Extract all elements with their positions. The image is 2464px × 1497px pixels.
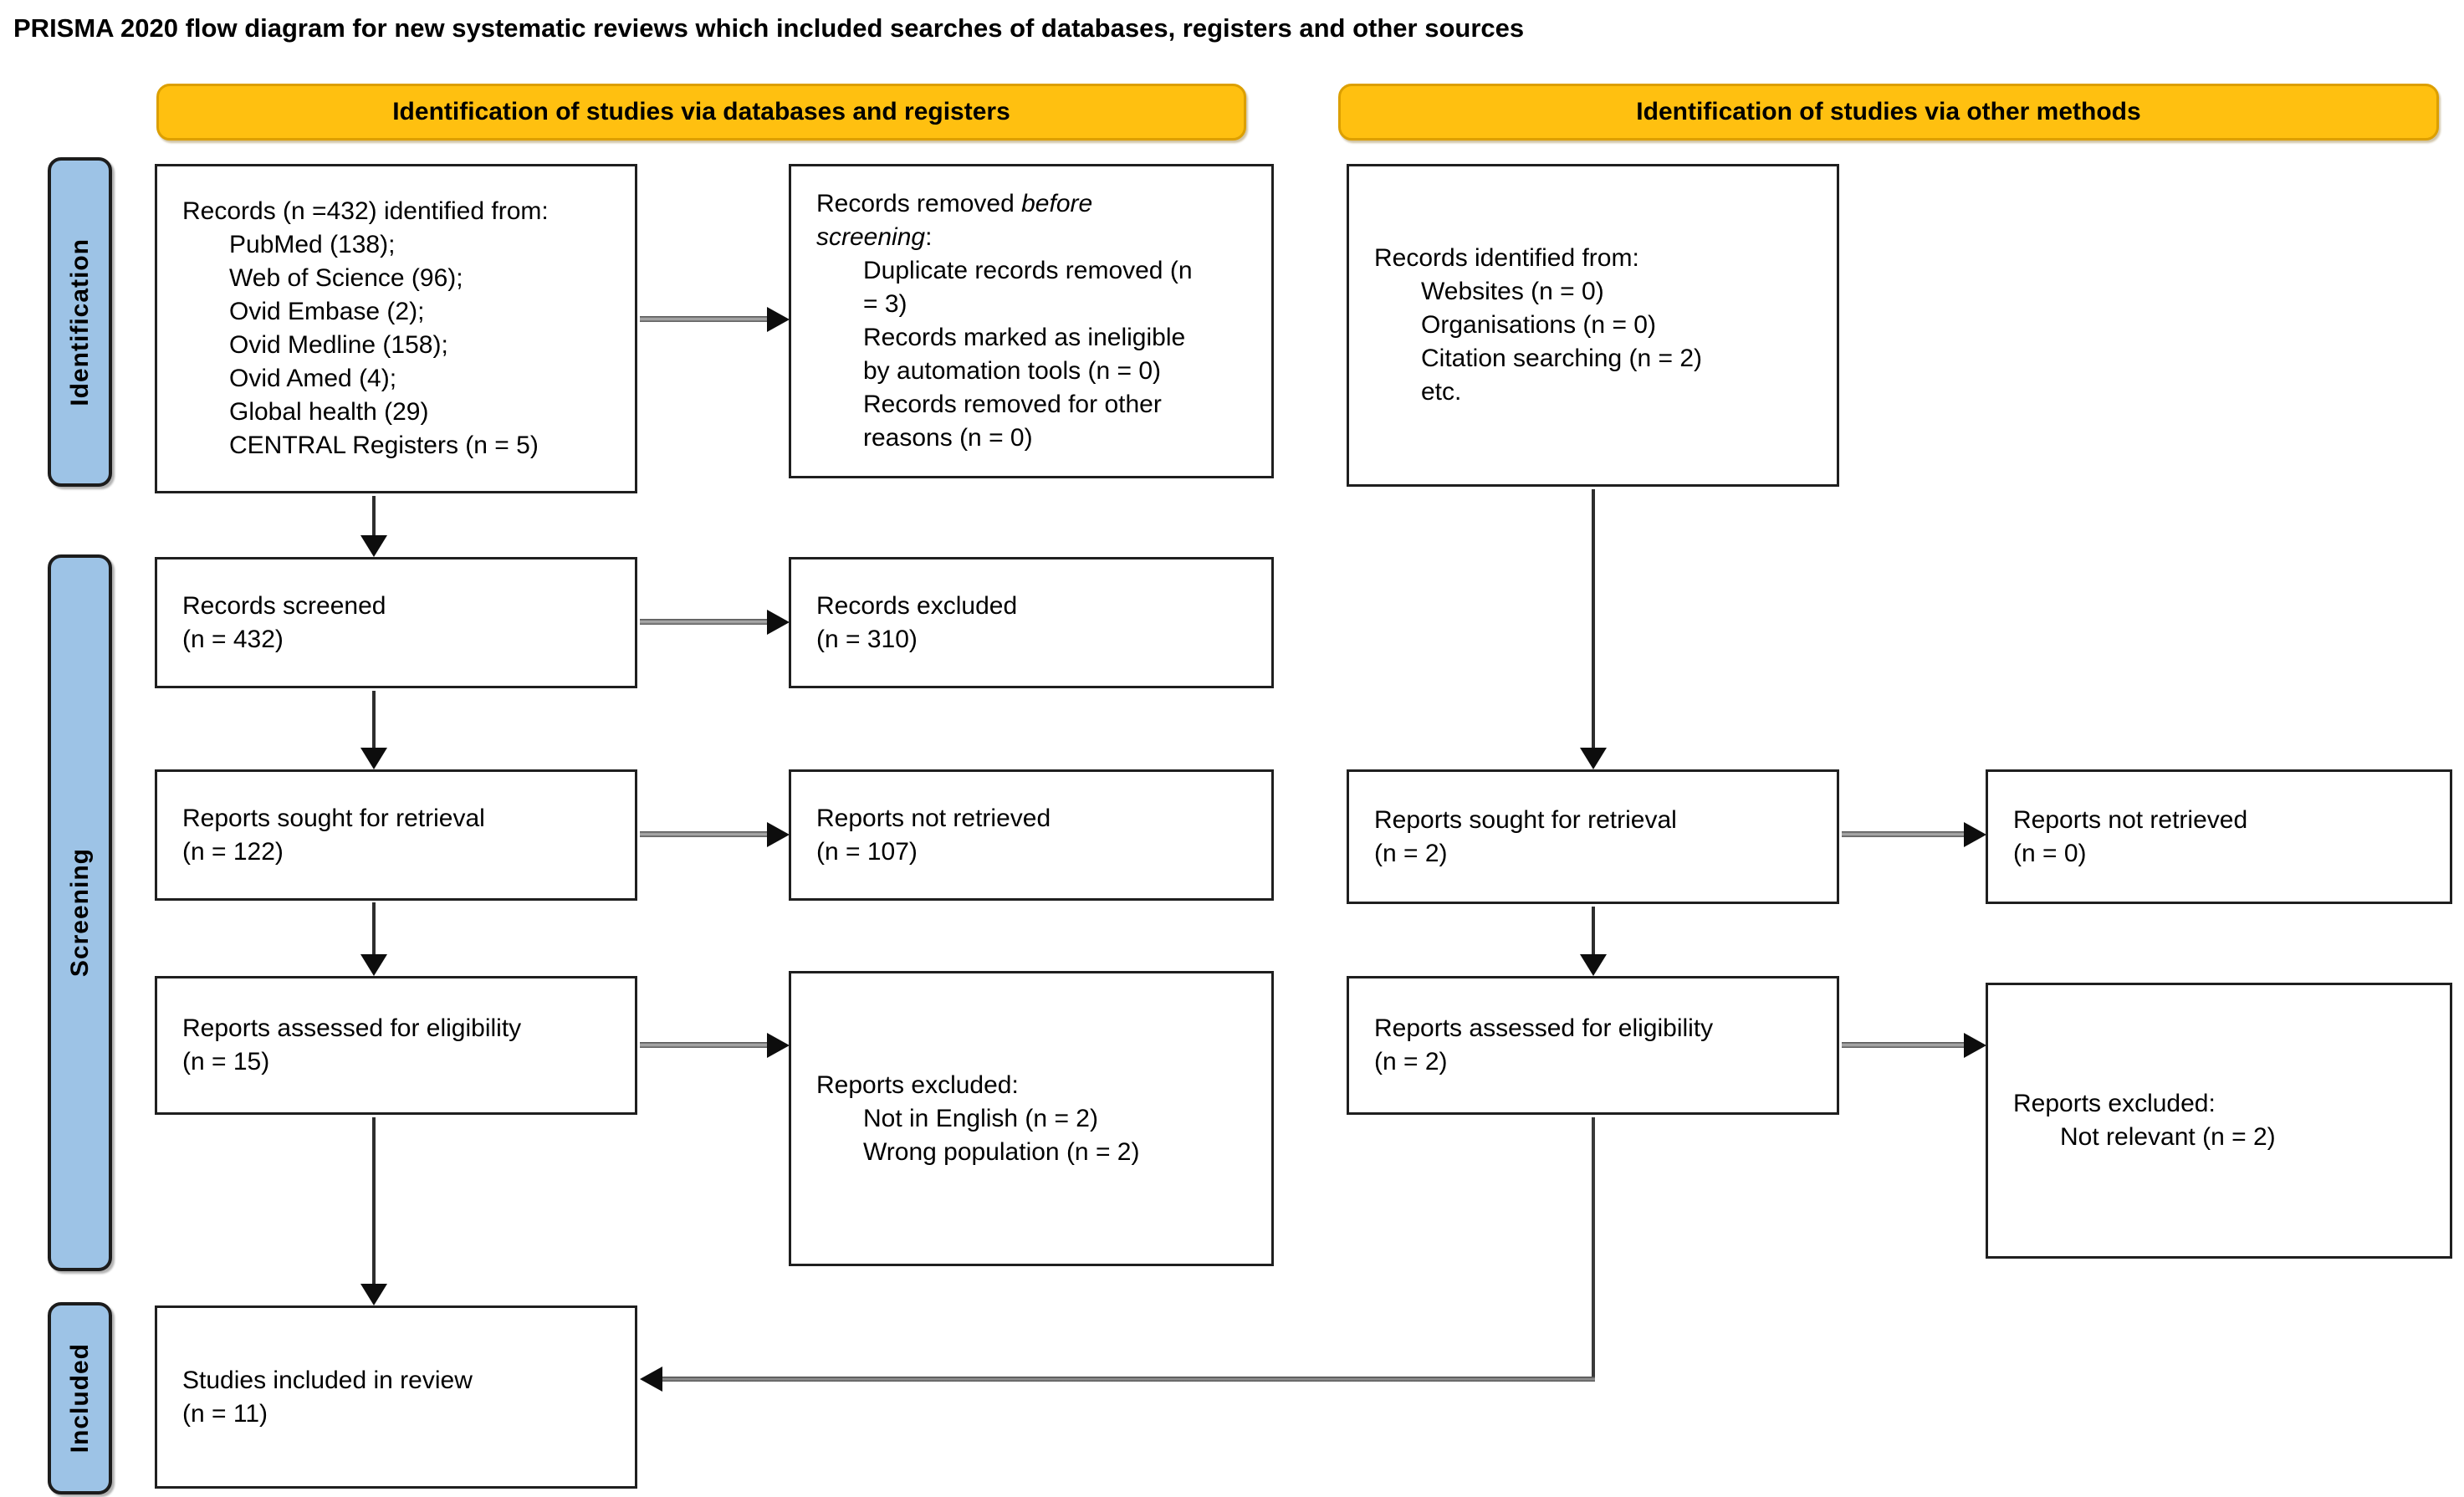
box-reports-not-retrieved-databases: Reports not retrieved (n = 107): [789, 769, 1274, 901]
box-reports-excluded-databases: Reports excluded: Not in English (n = 2)…: [789, 971, 1274, 1266]
arrow-other-methods-to-included: [662, 1377, 1595, 1382]
arrow-identified-to-screened: [372, 496, 376, 535]
arrow-screened-to-excluded: [640, 619, 767, 625]
column-header-other-methods-label: Identification of studies via other meth…: [1636, 98, 2141, 125]
box-records-screened: Records screened (n = 432): [155, 557, 637, 688]
stage-label-screening: Screening: [48, 554, 112, 1271]
records-removed-heading-prefix: Records removed: [816, 190, 1022, 217]
arrow-sought-to-not-retrieved-other: [1842, 831, 1964, 837]
arrow-assessed-to-excluded-other: [1842, 1042, 1964, 1048]
column-header-databases-registers: Identification of studies via databases …: [156, 84, 1246, 141]
source-ovid-amed: Ovid Amed (4);: [229, 365, 397, 392]
source-ovid-embase: Ovid Embase (2);: [229, 298, 425, 325]
arrow-sought-to-not-retrieved-databases: [640, 831, 767, 837]
records-identified-databases-heading: Records (n =432) identified from:: [182, 197, 549, 225]
records-screened-line1: Records screened: [182, 591, 386, 620]
reports-not-retrieved-other-count: (n = 0): [2013, 839, 2087, 867]
column-header-databases-label: Identification of studies via databases …: [392, 98, 1010, 125]
source-web-of-science: Web of Science (96);: [229, 264, 463, 292]
box-reports-assessed-other: Reports assessed for eligibility (n = 2): [1347, 976, 1839, 1115]
studies-included-count: (n = 11): [182, 1399, 268, 1428]
removed-duplicates: Duplicate records removed (n = 3): [863, 257, 1193, 318]
arrow-sought-to-assessed-databases: [372, 902, 376, 954]
records-removed-heading: Records removed before screening:: [816, 187, 1198, 254]
arrow-assessed-to-excluded-databases: [640, 1042, 767, 1048]
reports-sought-other-count: (n = 2): [1374, 839, 1448, 867]
box-records-removed-before-screening: Records removed before screening: Duplic…: [789, 164, 1274, 478]
box-records-excluded: Records excluded (n = 310): [789, 557, 1274, 688]
excluded-not-relevant: Not relevant (n = 2): [2060, 1123, 2276, 1151]
reports-assessed-databases-line1: Reports assessed for eligibility: [182, 1014, 522, 1042]
arrow-sought-to-assessed-other: [1592, 907, 1595, 954]
excluded-wrong-population: Wrong population (n = 2): [863, 1137, 1140, 1166]
source-central-registers: CENTRAL Registers (n = 5): [229, 432, 539, 459]
stage-label-identification: Identification: [48, 157, 112, 487]
diagram-title: PRISMA 2020 flow diagram for new systema…: [13, 13, 1525, 43]
reports-not-retrieved-other-line1: Reports not retrieved: [2013, 805, 2248, 834]
box-reports-not-retrieved-other: Reports not retrieved (n = 0): [1986, 769, 2452, 904]
stage-label-included: Included: [48, 1302, 112, 1494]
reports-sought-databases-count: (n = 122): [182, 837, 284, 866]
stage-identification-text: Identification: [65, 238, 94, 406]
box-records-identified-databases: Records (n =432) identified from: PubMed…: [155, 164, 637, 493]
connector-assessed-other-down: [1592, 1117, 1595, 1382]
reports-assessed-other-count: (n = 2): [1374, 1048, 1448, 1075]
source-global-health: Global health (29): [229, 398, 429, 426]
excluded-not-in-english: Not in English (n = 2): [863, 1104, 1098, 1132]
reports-excluded-other-heading: Reports excluded:: [2013, 1090, 2216, 1117]
arrow-screened-to-sought: [372, 691, 376, 748]
source-websites: Websites (n = 0): [1421, 278, 1604, 305]
arrow-identified-to-removed: [640, 316, 767, 322]
source-pubmed: PubMed (138);: [229, 231, 396, 258]
reports-not-retrieved-databases-count: (n = 107): [816, 837, 918, 866]
box-reports-excluded-other: Reports excluded: Not relevant (n = 2): [1986, 983, 2452, 1259]
stage-included-text: Included: [65, 1343, 94, 1454]
box-reports-assessed-databases: Reports assessed for eligibility (n = 15…: [155, 976, 637, 1115]
box-reports-sought-databases: Reports sought for retrieval (n = 122): [155, 769, 637, 901]
records-excluded-count: (n = 310): [816, 625, 918, 653]
reports-sought-other-line1: Reports sought for retrieval: [1374, 805, 1677, 834]
source-organisations: Organisations (n = 0): [1421, 311, 1656, 339]
reports-not-retrieved-databases-line1: Reports not retrieved: [816, 804, 1051, 832]
source-etc: etc.: [1421, 378, 1462, 406]
records-removed-heading-suffix: :: [925, 223, 933, 251]
source-ovid-medline: Ovid Medline (158);: [229, 331, 448, 359]
box-reports-sought-other: Reports sought for retrieval (n = 2): [1347, 769, 1839, 904]
column-header-other-methods: Identification of studies via other meth…: [1338, 84, 2439, 141]
reports-excluded-databases-heading: Reports excluded:: [816, 1070, 1019, 1099]
source-citation-searching: Citation searching (n = 2): [1421, 345, 1703, 372]
records-identified-other-heading: Records identified from:: [1374, 244, 1639, 272]
records-excluded-line1: Records excluded: [816, 591, 1018, 620]
box-studies-included: Studies included in review (n = 11): [155, 1305, 637, 1489]
arrow-assessed-to-included: [372, 1117, 376, 1284]
removed-automation: Records marked as ineligible by automati…: [863, 324, 1186, 385]
box-records-identified-other: Records identified from: Websites (n = 0…: [1347, 164, 1839, 487]
removed-other-reasons: Records removed for other reasons (n = 0…: [863, 391, 1162, 452]
reports-sought-databases-line1: Reports sought for retrieval: [182, 804, 485, 832]
stage-screening-text: Screening: [65, 848, 94, 978]
studies-included-line1: Studies included in review: [182, 1366, 473, 1394]
reports-assessed-databases-count: (n = 15): [182, 1048, 270, 1075]
arrow-identified-other-to-sought: [1592, 489, 1595, 748]
reports-assessed-other-line1: Reports assessed for eligibility: [1374, 1014, 1714, 1042]
records-removed-heading-italic: before screening: [816, 190, 1093, 251]
records-screened-count: (n = 432): [182, 625, 284, 653]
